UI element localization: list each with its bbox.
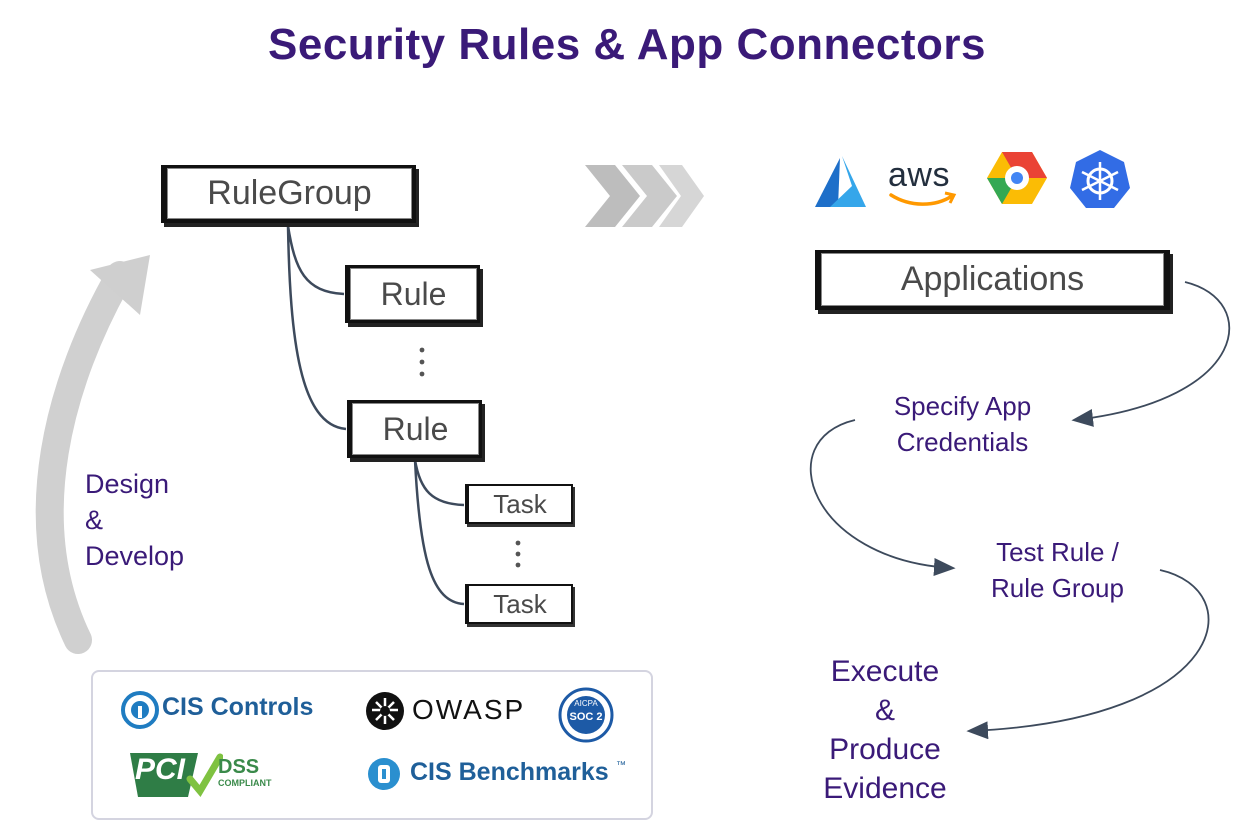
azure-icon <box>815 156 866 207</box>
label-line: Produce <box>829 733 941 766</box>
soc2-text: SOC 2 <box>569 711 603 723</box>
rule-box: Rule <box>345 265 480 323</box>
flow-test-to-execute <box>966 569 1210 740</box>
flow-apps-to-credentials <box>1071 281 1231 427</box>
aws-smile <box>889 193 954 206</box>
kubernetes-icon <box>1070 150 1130 208</box>
label-line: Test Rule / <box>996 537 1119 567</box>
cis-benchmarks-icon <box>368 758 400 790</box>
ellipsis-dot <box>419 371 425 377</box>
connector-rulegroup-rule1 <box>286 225 345 296</box>
connector-rule2-task1 <box>413 459 465 507</box>
trademark-mark: ™ <box>616 760 626 771</box>
connector-rulegroup-rule2 <box>286 225 347 431</box>
execute-evidence-label: Execute & Produce Evidence <box>800 652 970 808</box>
label-line: Evidence <box>823 772 947 805</box>
cis-controls-icon <box>121 691 159 729</box>
rulegroup-box: RuleGroup <box>161 165 416 223</box>
owasp-wasp-icon <box>366 692 404 730</box>
gcp-icon <box>987 152 1047 204</box>
flow-credentials-to-test <box>809 419 956 576</box>
task-box: Task <box>465 484 573 524</box>
task-box: Task <box>465 584 573 624</box>
ellipsis-dot <box>515 551 521 557</box>
aws-logo: aws <box>888 156 950 194</box>
ellipsis-dot <box>419 359 425 365</box>
label-line: Design <box>85 469 170 499</box>
label-line: Specify App <box>893 391 1032 421</box>
dss-text: DSS <box>218 756 260 778</box>
applications-box: Applications <box>815 250 1170 310</box>
test-rule-label: Test Rule / Rule Group <box>965 534 1150 606</box>
ellipsis-dot <box>515 562 521 568</box>
owasp-logo: OWASP <box>412 694 526 725</box>
cis-benchmarks-logo: CIS Benchmarks <box>410 758 609 786</box>
design-develop-arrowhead <box>90 255 150 315</box>
page-title: Security Rules & App Connectors <box>268 20 986 69</box>
label-line: & <box>85 505 104 535</box>
label-line: & <box>874 694 895 727</box>
pci-logo-icon <box>130 753 223 798</box>
cis-controls-logo: CIS Controls <box>162 693 314 721</box>
ellipsis-dot <box>515 540 521 546</box>
specify-credentials-label: Specify App Credentials <box>870 388 1055 460</box>
soc2-aicpa-text: AICPA <box>574 699 598 708</box>
dss-compliant-text: COMPLIANT <box>218 778 272 788</box>
rule-box: Rule <box>347 400 482 458</box>
design-develop-arrow <box>35 261 134 654</box>
label-line: Rule Group <box>991 573 1124 603</box>
pci-text: PCI <box>135 753 186 786</box>
chevron-arrows-icon <box>585 165 704 227</box>
soc2-badge-icon <box>558 687 614 743</box>
connector-rule2-task2 <box>413 459 465 606</box>
ellipsis-dot <box>419 347 425 353</box>
label-line: Execute <box>830 655 940 688</box>
label-line: Credentials <box>896 427 1029 457</box>
label-line: Develop <box>85 541 185 571</box>
design-develop-label: Design & Develop <box>85 466 184 574</box>
